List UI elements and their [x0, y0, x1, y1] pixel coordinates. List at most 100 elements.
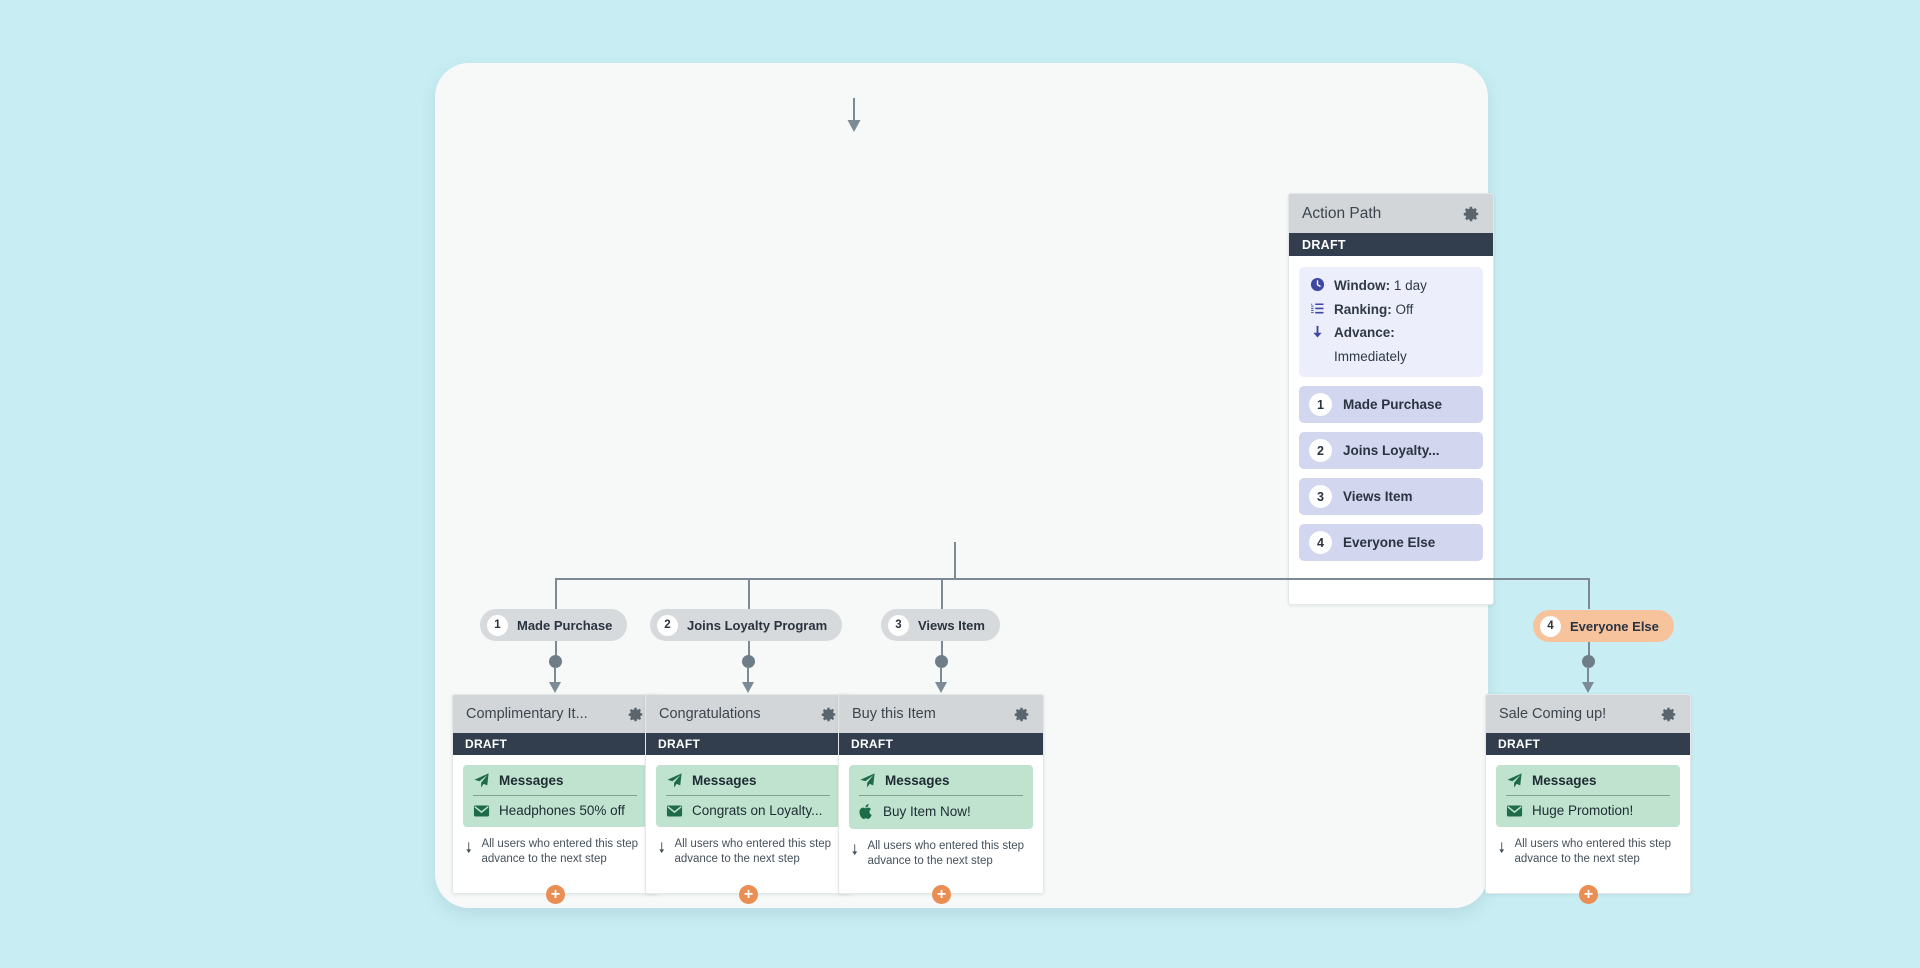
branch-pill-number: 3: [888, 614, 909, 636]
pill-connector-node-1: [549, 655, 562, 668]
messages-header: Messages: [859, 772, 1023, 795]
messages-label: Messages: [1532, 773, 1597, 788]
step-label: Everyone Else: [1343, 535, 1436, 551]
action-path-step-4[interactable]: 4 Everyone Else: [1299, 524, 1483, 562]
pill-connector-line-2: [748, 641, 750, 657]
branch-pill-1[interactable]: 1 Made Purchase: [480, 609, 628, 641]
connector-branch-2: [748, 578, 750, 609]
pill-connector-line-3: [941, 641, 943, 657]
branch-card-status-badge: DRAFT: [646, 733, 850, 755]
setting-window: Window: 1 day: [1309, 276, 1473, 296]
gear-icon[interactable]: [1660, 706, 1677, 723]
connector-trunk: [954, 542, 956, 579]
step-number: 4: [1309, 531, 1332, 555]
branch-pill-3[interactable]: 3 Views Item: [881, 609, 1000, 641]
gear-icon[interactable]: [1013, 706, 1030, 723]
pill-connector-arrow-4: [1582, 667, 1594, 693]
setting-window-value: 1 day: [1393, 278, 1427, 293]
messages-divider: [1506, 795, 1670, 796]
add-step-button-2[interactable]: +: [739, 885, 758, 904]
pill-connector-line-4: [1588, 642, 1590, 657]
connector-branch-4: [1588, 578, 1590, 609]
arrow-down-icon: [659, 842, 665, 854]
branch-pill-label: Views Item: [918, 617, 985, 633]
advance-text: All users who entered this step advance …: [674, 838, 832, 865]
setting-advance: Advance:: [1309, 323, 1473, 343]
paper-plane-icon: [1507, 773, 1522, 788]
step-number: 1: [1309, 393, 1332, 417]
action-path-settings-box[interactable]: Window: 1 day: [1299, 267, 1483, 378]
advance-note: All users who entered this step advance …: [646, 835, 850, 866]
action-path-step-3[interactable]: 3 Views Item: [1299, 478, 1483, 516]
branch-pill-4[interactable]: 4 Everyone Else: [1533, 610, 1674, 642]
messages-box[interactable]: Messages Congrats on Loyalty...: [656, 765, 840, 827]
setting-ranking-label: Ranking:: [1334, 301, 1392, 317]
action-path-step-1[interactable]: 1 Made Purchase: [1299, 386, 1483, 424]
message-item-label: Buy Item Now!: [883, 804, 971, 819]
advance-note: All users who entered this step advance …: [1486, 835, 1690, 866]
plus-icon: +: [1583, 885, 1594, 903]
plus-icon: +: [936, 885, 947, 903]
branch-card-1[interactable]: Complimentary It... DRAFT Messages: [452, 694, 658, 894]
branch-card-header: Sale Coming up!: [1486, 695, 1690, 733]
message-item[interactable]: Headphones 50% off: [473, 796, 637, 818]
branch-pill-label: Joins Loyalty Program: [687, 617, 828, 633]
message-item[interactable]: Buy Item Now!: [859, 796, 1023, 820]
branch-card-status-badge: DRAFT: [839, 733, 1043, 755]
envelope-icon: [1506, 805, 1523, 816]
messages-label: Messages: [885, 773, 950, 788]
pill-connector-node-2: [742, 655, 755, 668]
messages-header: Messages: [473, 772, 637, 795]
setting-advance-value: Immediately: [1334, 348, 1407, 364]
action-path-status-badge: DRAFT: [1289, 233, 1493, 256]
inbound-arrow-icon: [847, 98, 861, 132]
branch-pill-number: 2: [657, 614, 678, 636]
branch-card-status-badge: DRAFT: [453, 733, 657, 755]
branch-card-3[interactable]: Buy this Item DRAFT Messages: [838, 694, 1044, 894]
message-item[interactable]: Congrats on Loyalty...: [666, 796, 830, 818]
connector-bus: [555, 578, 1590, 580]
messages-divider: [473, 795, 637, 796]
flow-canvas[interactable]: Action Path DRAFT Window: 1 day: [435, 63, 1691, 908]
branch-card-status-badge: DRAFT: [1486, 733, 1690, 755]
branch-card-2[interactable]: Congratulations DRAFT Messages: [645, 694, 851, 894]
step-number: 2: [1309, 439, 1332, 463]
branch-pill-label: Made Purchase: [517, 617, 613, 633]
arrow-down-icon: [852, 844, 858, 856]
setting-window-label: Window:: [1334, 278, 1391, 293]
step-label: Joins Loyalty...: [1343, 443, 1440, 459]
messages-box[interactable]: Messages Buy Item Now!: [849, 765, 1033, 829]
clock-icon: [1310, 277, 1325, 292]
branch-card-4[interactable]: Sale Coming up! DRAFT Messages: [1485, 694, 1691, 894]
action-path-card-header: Action Path: [1289, 194, 1493, 233]
message-item-label: Headphones 50% off: [499, 803, 625, 818]
branch-card-header: Congratulations: [646, 695, 850, 733]
gear-icon[interactable]: [627, 706, 644, 723]
action-path-step-2[interactable]: 2 Joins Loyalty...: [1299, 432, 1483, 470]
add-step-button-1[interactable]: +: [546, 885, 565, 904]
arrow-down-icon: [466, 842, 472, 854]
branch-pill-2[interactable]: 2 Joins Loyalty Program: [650, 609, 843, 641]
step-label: Made Purchase: [1343, 397, 1443, 413]
plus-icon: +: [550, 885, 561, 903]
messages-divider: [859, 795, 1023, 796]
message-item-label: Huge Promotion!: [1532, 803, 1634, 818]
gear-icon[interactable]: [1462, 205, 1480, 223]
pill-connector-arrow-1: [549, 667, 561, 693]
advance-note: All users who entered this step advance …: [839, 837, 1043, 868]
pill-connector-node-4: [1582, 655, 1595, 668]
advance-text: All users who entered this step advance …: [1514, 838, 1672, 865]
messages-box[interactable]: Messages Headphones 50% off: [463, 765, 647, 827]
message-item[interactable]: Huge Promotion!: [1506, 796, 1670, 818]
branch-card-title: Buy this Item: [852, 706, 936, 722]
ranking-icon: [1311, 303, 1324, 314]
add-step-button-3[interactable]: +: [932, 885, 951, 904]
messages-box[interactable]: Messages Huge Promotion!: [1496, 765, 1680, 827]
plus-icon: +: [743, 885, 754, 903]
gear-icon[interactable]: [820, 706, 837, 723]
add-step-button-4[interactable]: +: [1579, 885, 1598, 904]
envelope-icon: [473, 805, 490, 816]
connector-branch-3: [941, 578, 943, 609]
action-path-card[interactable]: Action Path DRAFT Window: 1 day: [1288, 193, 1494, 605]
pill-connector-node-3: [935, 655, 948, 668]
